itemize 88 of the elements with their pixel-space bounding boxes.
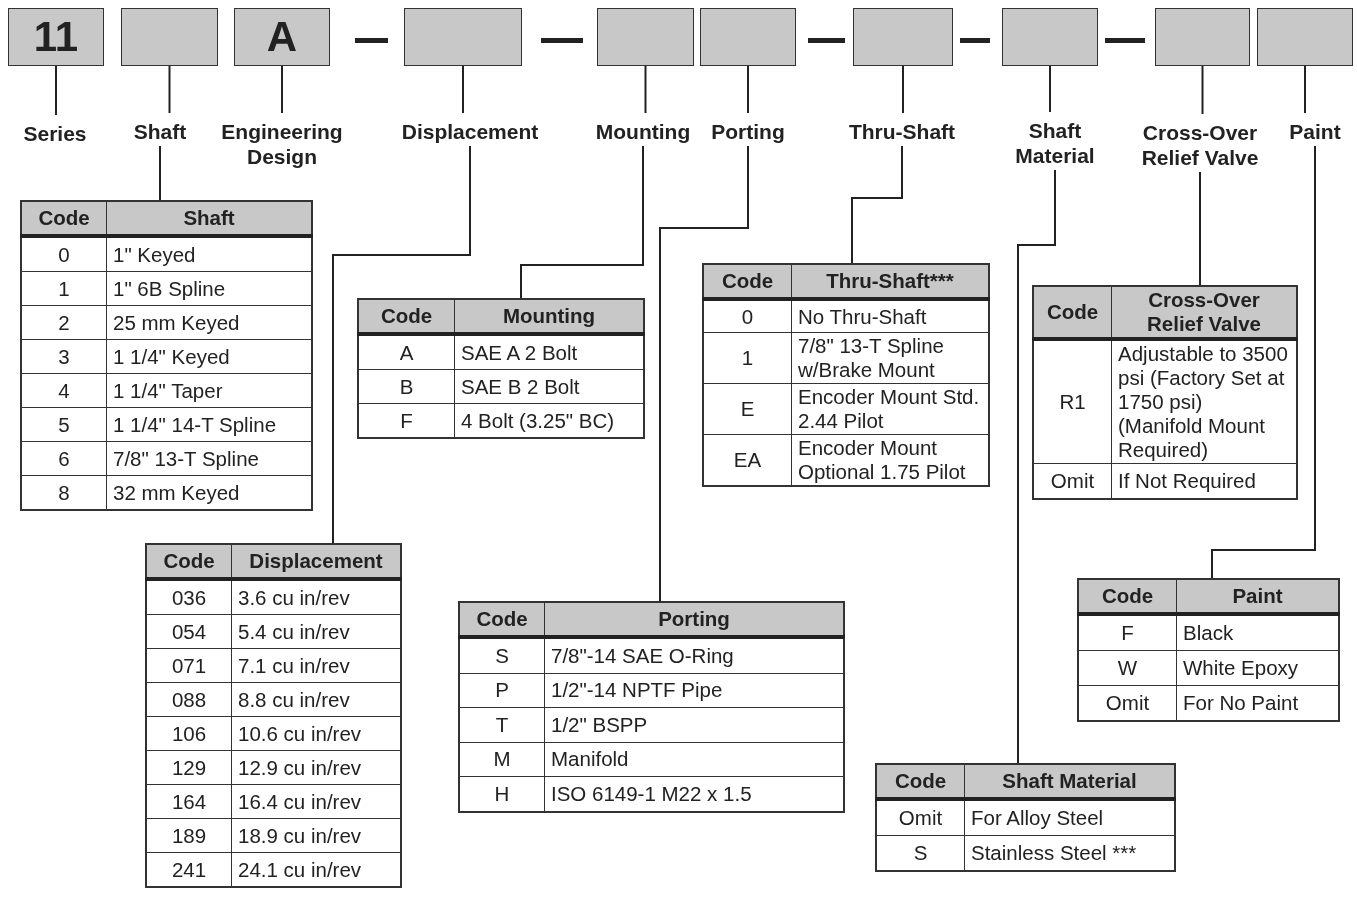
code-table [1077, 578, 1340, 722]
code-table [875, 763, 1176, 872]
table-cell: Omit [876, 799, 965, 836]
table-cell: 4 [21, 373, 107, 408]
code-box [853, 8, 953, 66]
table-cell: 6 [21, 441, 107, 476]
field-name: Series [10, 121, 100, 146]
column-header: Code [1033, 286, 1112, 339]
column-header: Code [358, 299, 455, 334]
leader-line [1304, 65, 1306, 114]
code-table [20, 200, 313, 511]
code-box [404, 8, 522, 66]
code-table [458, 601, 845, 813]
code-box [597, 8, 694, 66]
leader-line [1017, 169, 1056, 764]
column-header: Code [876, 764, 965, 799]
table-cell: 164 [146, 784, 232, 819]
column-header: Shaft Material [964, 764, 1175, 799]
field-name: Paint [1280, 119, 1350, 144]
table-cell: R1 [1033, 339, 1112, 464]
code-table [702, 263, 990, 487]
field-name: Shaft Material [1000, 118, 1110, 168]
table-cell: 106 [146, 716, 232, 751]
column-header: Displacement [231, 544, 401, 579]
field-name: Thru-Shaft [832, 119, 972, 144]
table-cell: 036 [146, 579, 232, 615]
leader-line [644, 65, 647, 114]
table-cell: W [1078, 650, 1177, 686]
code-box [700, 8, 796, 66]
table-cell: F [1078, 614, 1177, 651]
table-cell: 054 [146, 614, 232, 649]
table-cell: 129 [146, 750, 232, 785]
code-box [1002, 8, 1098, 66]
code-box: 11 [8, 8, 104, 66]
leader-line [168, 65, 171, 114]
table-cell: S [459, 637, 545, 673]
table-cell: 0 [21, 236, 107, 272]
column-header: Code [703, 264, 792, 299]
column-header: Mounting [454, 299, 644, 334]
column-header: Code [459, 602, 545, 637]
column-header: Code [1078, 579, 1177, 614]
leader-line [1201, 65, 1204, 115]
table-cell: 088 [146, 682, 232, 717]
leader-line [1211, 145, 1316, 579]
table-cell: B [358, 369, 455, 404]
table-cell: 1 [21, 271, 107, 306]
leader-line [159, 145, 161, 201]
code-box: A [234, 8, 330, 66]
code-table [145, 543, 402, 888]
table-cell: E [703, 383, 792, 435]
code-box [1155, 8, 1250, 66]
column-header: Thru-Shaft*** [791, 264, 989, 299]
field-name: Engineering Design [207, 119, 357, 169]
leader-line [659, 145, 749, 602]
table-cell: 0 [703, 299, 792, 333]
leader-line [1049, 65, 1051, 113]
leader-line [462, 65, 464, 114]
leader-line [1199, 171, 1201, 286]
field-name: Cross-Over Relief Valve [1125, 120, 1275, 170]
column-header: Cross-Over Relief Valve [1111, 286, 1297, 339]
code-box [1257, 8, 1353, 66]
leader-line [851, 145, 903, 264]
table-cell: M [459, 742, 545, 777]
leader-line [332, 145, 471, 544]
leader-line [55, 65, 57, 116]
leader-line [747, 65, 749, 114]
table-cell: 2 [21, 305, 107, 340]
leader-line [281, 65, 283, 114]
table-cell: 5 [21, 407, 107, 442]
table-cell: A [358, 334, 455, 370]
table-cell: 189 [146, 818, 232, 853]
column-header: Shaft [106, 201, 312, 236]
code-table [357, 298, 645, 439]
column-header: Paint [1176, 579, 1339, 614]
column-header: Code [21, 201, 107, 236]
table-cell: 3 [21, 339, 107, 374]
code-table [1032, 285, 1298, 500]
code-box [121, 8, 218, 66]
table-cell: 071 [146, 648, 232, 683]
column-header: Code [146, 544, 232, 579]
leader-line [902, 65, 904, 114]
table-cell: P [459, 673, 545, 708]
column-header: Porting [544, 602, 844, 637]
field-name: Displacement [385, 119, 555, 144]
field-name: Shaft [120, 119, 200, 144]
table-cell: 1 [703, 332, 792, 384]
leader-line [520, 145, 644, 299]
table-cell: T [459, 707, 545, 742]
